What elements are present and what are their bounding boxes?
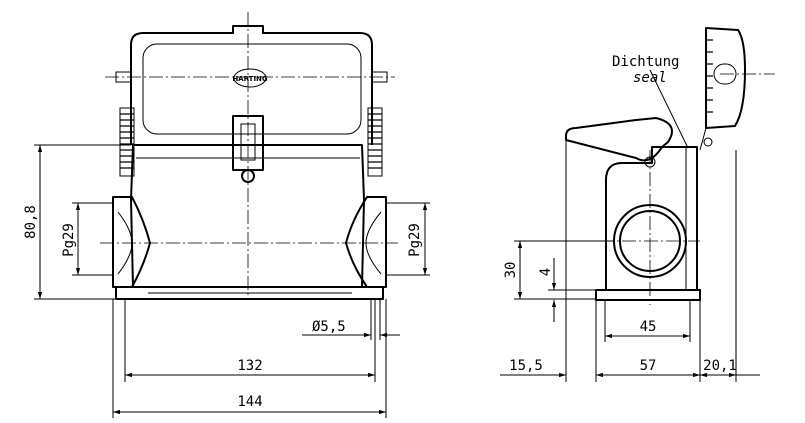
- dim-30-text: 30: [503, 262, 519, 279]
- side-view: Dichtung seal 30 4 45: [500, 27, 775, 382]
- dim-pg29-left-text: Pg29: [61, 223, 77, 257]
- dim-132: 132: [124, 299, 376, 382]
- dim-bottom-chain: 15,5 57 20,1: [500, 150, 760, 382]
- dim-pg29-right: Pg29: [386, 202, 430, 276]
- dim-144: 144: [112, 299, 387, 418]
- dim-height-text: 80,8: [23, 205, 39, 239]
- front-view: HARTING 80,8 Pg29 Pg29: [23, 12, 430, 418]
- dim-45-text: 45: [640, 319, 657, 335]
- front-hood-inner: [142, 43, 362, 135]
- dim-20-text: 20,1: [703, 358, 737, 374]
- dim-30: 30: [503, 240, 614, 300]
- front-lever-right: [367, 107, 383, 177]
- seal-label-de: Dichtung: [612, 54, 679, 70]
- dim-pg29-right-text: Pg29: [407, 223, 423, 257]
- front-housing-body: [130, 144, 365, 288]
- dim-57-text: 57: [640, 358, 657, 374]
- dim-144-text: 144: [237, 394, 262, 410]
- dim-hole: Ø5,5: [302, 300, 400, 340]
- dim-pg29-left: Pg29: [61, 202, 113, 276]
- harting-logo: [233, 68, 267, 88]
- seal-leader-line: [649, 69, 689, 149]
- dim-4-text: 4: [538, 268, 554, 276]
- side-hood: [705, 27, 746, 129]
- front-lever-left: [119, 107, 135, 177]
- side-hood-pin: [713, 63, 737, 85]
- side-locking-lever: [565, 117, 673, 162]
- seal-label-en: seal: [633, 70, 667, 86]
- dim-height-80: 80,8: [23, 144, 131, 300]
- dim-132-text: 132: [237, 358, 262, 374]
- dim-4: 4: [538, 258, 596, 322]
- dim-15-text: 15,5: [509, 358, 543, 374]
- dim-45: 45: [604, 300, 691, 342]
- dim-hole-text: Ø5,5: [312, 319, 346, 335]
- logo-text: HARTING: [232, 75, 268, 83]
- side-housing-body: [605, 146, 698, 290]
- side-base-plate: [595, 289, 701, 301]
